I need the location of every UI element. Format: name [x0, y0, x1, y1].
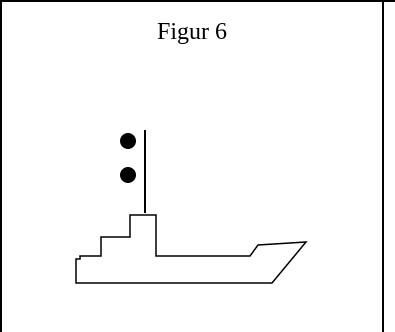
- signal-light-lower: [120, 167, 136, 183]
- ship-hull-outline: [75, 214, 308, 284]
- figure-title: Figur 6: [156, 19, 227, 45]
- signal-light-upper: [120, 133, 136, 149]
- frame-top-border: [0, 0, 395, 2]
- frame-right-border: [382, 0, 384, 332]
- frame-left-border: [0, 0, 2, 332]
